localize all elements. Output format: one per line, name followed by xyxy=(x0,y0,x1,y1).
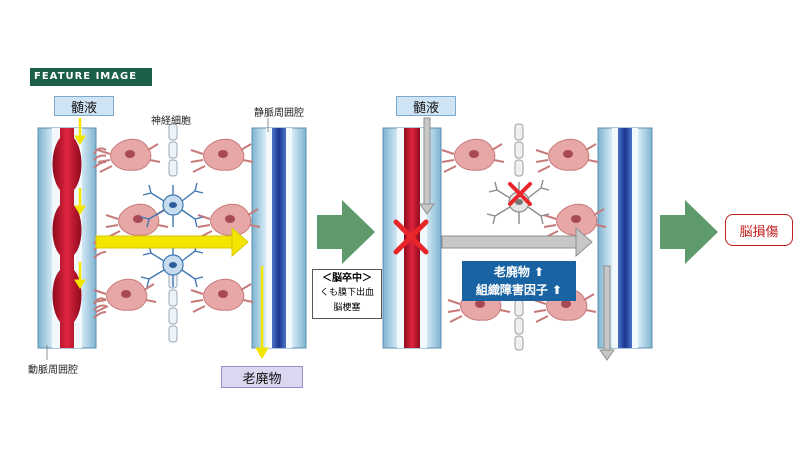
waste-label: 老廃物 xyxy=(221,366,303,388)
stroke-type-1: くも膜下出血 xyxy=(319,288,374,298)
vein-right xyxy=(618,128,632,348)
stroke-condition-box: ＜脳卒中＞ くも膜下出血 脳梗塞 xyxy=(312,269,382,319)
venous-space-label: 静脈周囲腔 xyxy=(254,108,304,119)
blocked-flow-arrows xyxy=(419,117,615,361)
csf-label-left: 髄液 xyxy=(54,96,114,116)
astrocyte xyxy=(190,278,254,313)
progression-arrow xyxy=(317,200,375,264)
blockage-x-icon xyxy=(393,219,429,255)
left-panel xyxy=(37,118,307,360)
neuron-death-x-icon xyxy=(508,182,532,206)
astrocyte xyxy=(441,138,505,173)
astrocyte xyxy=(190,138,254,173)
damaged-neuron xyxy=(486,179,550,225)
waste-increase: 老廃物 ⬆ xyxy=(493,265,545,279)
astrocyte xyxy=(97,138,161,173)
astrocyte xyxy=(93,278,157,313)
arterial-space-label: 動脈周囲腔 xyxy=(28,365,78,376)
increase-info-box: 老廃物 ⬆ 組織障害因子 ⬆ xyxy=(462,261,576,301)
feature-image-badge: FEATURE IMAGE xyxy=(30,68,152,86)
astrocyte xyxy=(105,203,169,238)
axon-chain xyxy=(514,123,524,351)
axon-chain xyxy=(168,123,178,343)
tissue-damage-factor-increase: 組織障害因子 ⬆ xyxy=(475,283,563,297)
csf-flow-arrows xyxy=(74,118,269,359)
neuron-label: 神経細胞 xyxy=(151,116,191,127)
stroke-type-2: 脳梗塞 xyxy=(333,303,361,313)
astrocyte xyxy=(543,203,607,238)
stroke-title: ＜脳卒中＞ xyxy=(322,273,372,284)
vein-left xyxy=(272,128,286,348)
result-arrow xyxy=(660,200,718,264)
astrocyte xyxy=(535,138,599,173)
artery-pulse xyxy=(52,128,82,348)
right-panel xyxy=(382,117,653,361)
brain-damage-box: 脳損傷 xyxy=(725,214,793,246)
astrocyte xyxy=(197,203,261,238)
csf-label-right: 髄液 xyxy=(396,96,456,116)
